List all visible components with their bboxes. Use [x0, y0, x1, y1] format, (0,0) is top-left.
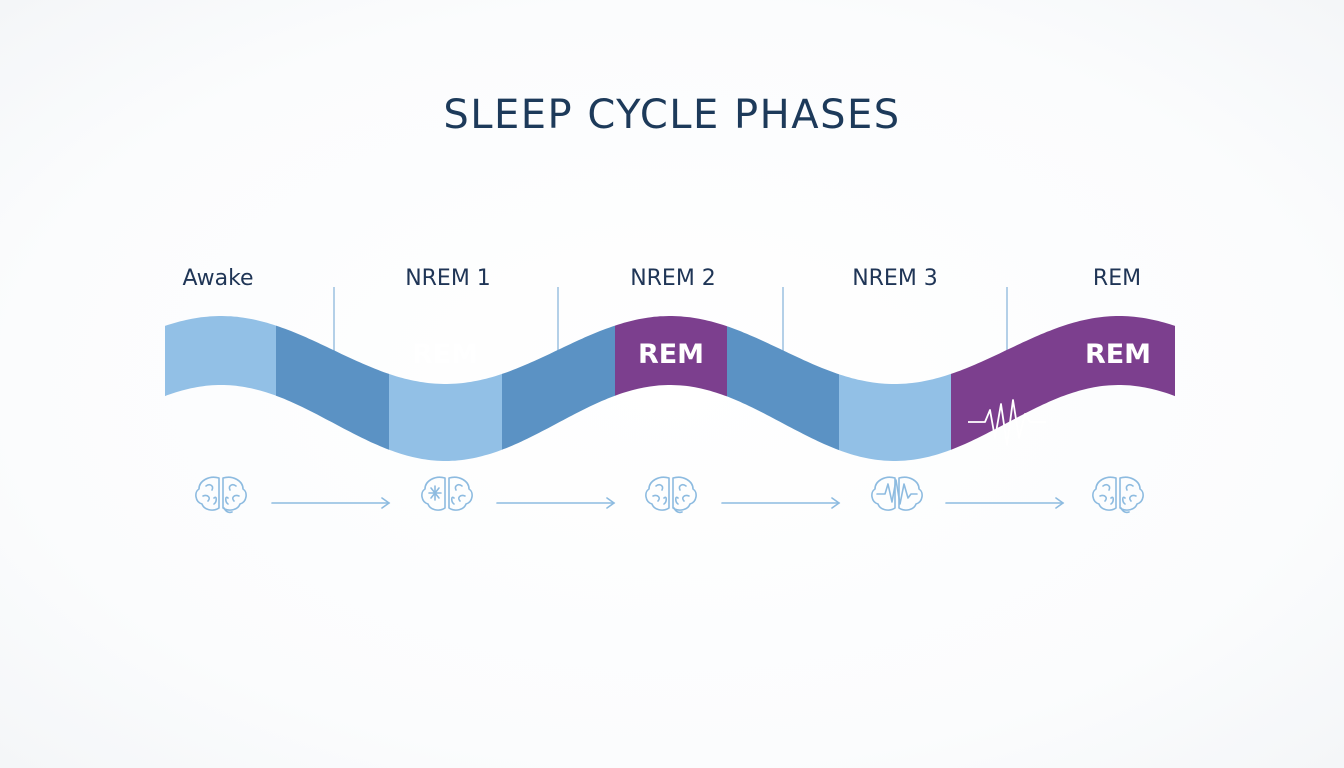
- icon-row: [195, 476, 1144, 514]
- arrow-row: [271, 497, 1065, 509]
- arrow-right-icon: [945, 497, 1065, 509]
- brain-snowflake-icon: [421, 476, 473, 511]
- wave-label-rem-2: REM: [638, 339, 704, 370]
- phase-label-nrem3: NREM 3: [852, 266, 938, 291]
- wave-label-rem-3: REM: [1085, 339, 1151, 370]
- wave-segment-purple: [615, 316, 727, 397]
- arrow-right-icon: [271, 497, 391, 509]
- diagram-title: SLEEP CYCLE PHASES: [443, 92, 901, 138]
- arrow-right-icon: [721, 497, 841, 509]
- wave-segment-light: [165, 316, 276, 397]
- wave-label-rem-1: REM: [412, 339, 478, 370]
- wave-segment-light: [839, 373, 951, 461]
- wave-segment-mid: [276, 325, 389, 450]
- wave-segment-mid: [727, 326, 839, 451]
- wave-segment-light: [389, 373, 502, 461]
- phase-label-nrem1: NREM 1: [405, 266, 491, 291]
- brain-icon: [195, 476, 247, 514]
- brain-pulse-icon: [871, 476, 923, 511]
- pulse-line-icon: [968, 399, 1046, 446]
- phase-label-rem: REM: [1093, 266, 1141, 291]
- phase-label-nrem2: NREM 2: [630, 266, 716, 291]
- brain-icon: [1092, 476, 1144, 514]
- brain-icon: [645, 476, 697, 514]
- wave-segment-purple: [951, 316, 1175, 450]
- wave-segment-mid: [502, 325, 615, 450]
- arrow-right-icon: [496, 497, 616, 509]
- phase-label-awake: Awake: [182, 266, 253, 291]
- sleep-wave: [165, 316, 1175, 461]
